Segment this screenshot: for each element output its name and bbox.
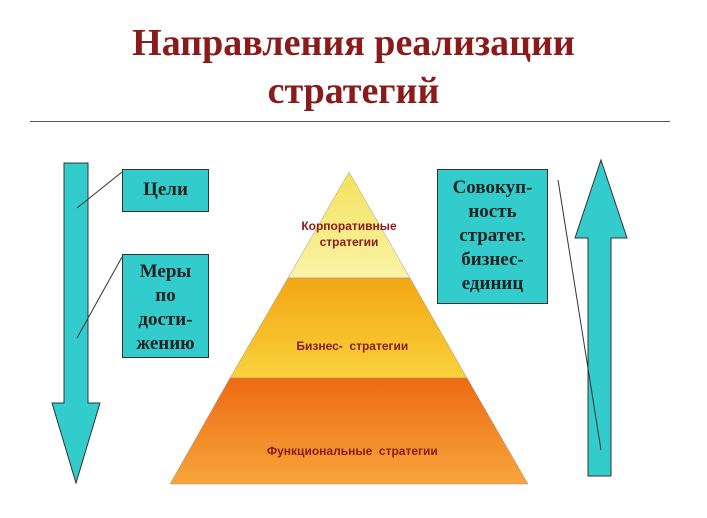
title-divider bbox=[30, 121, 670, 122]
arrow-down-icon bbox=[51, 162, 101, 485]
pyramid-top-label-line-2: стратегии bbox=[319, 235, 379, 249]
measures-box: Меры по дости- жению bbox=[122, 254, 209, 358]
goals-label: Цели bbox=[143, 179, 188, 200]
business-units-line-4: бизнес- bbox=[461, 249, 524, 270]
pyramid-middle-label: Бизнес- стратегии bbox=[249, 322, 449, 354]
pyramid-top-label: Корпоративные стратегии bbox=[279, 218, 419, 250]
goals-box: Цели bbox=[122, 169, 209, 212]
measures-line-4: жению bbox=[136, 333, 195, 354]
title-line-2: стратегий bbox=[267, 70, 440, 112]
pyramid-top-label-line-1: Корпоративные bbox=[301, 219, 397, 233]
measures-line-1: Меры bbox=[139, 261, 192, 282]
business-units-line-1: Совокуп- bbox=[452, 177, 533, 198]
business-units-line-5: единиц bbox=[461, 273, 524, 294]
pyramid-bottom-label-text: Функциональные стратегии bbox=[266, 444, 438, 458]
pyramid-bottom-label: Функциональные стратегии bbox=[219, 427, 479, 459]
title-line-1: Направления реализации bbox=[132, 22, 575, 64]
connector-goals bbox=[76, 171, 123, 209]
business-units-line-3: стратег. bbox=[459, 225, 526, 246]
measures-line-3: дости- bbox=[138, 309, 193, 330]
measures-line-2: по bbox=[155, 285, 176, 306]
business-units-line-2: ность bbox=[468, 201, 517, 222]
arrow-up-icon bbox=[574, 158, 628, 477]
pyramid-middle-label-text: Бизнес- стратегии bbox=[296, 339, 409, 353]
business-units-box: Совокуп- ность стратег. бизнес- единиц bbox=[437, 169, 548, 304]
connector-business-units bbox=[557, 179, 602, 451]
connector-measures bbox=[76, 256, 123, 339]
pyramid-bottom-tier bbox=[169, 377, 529, 485]
